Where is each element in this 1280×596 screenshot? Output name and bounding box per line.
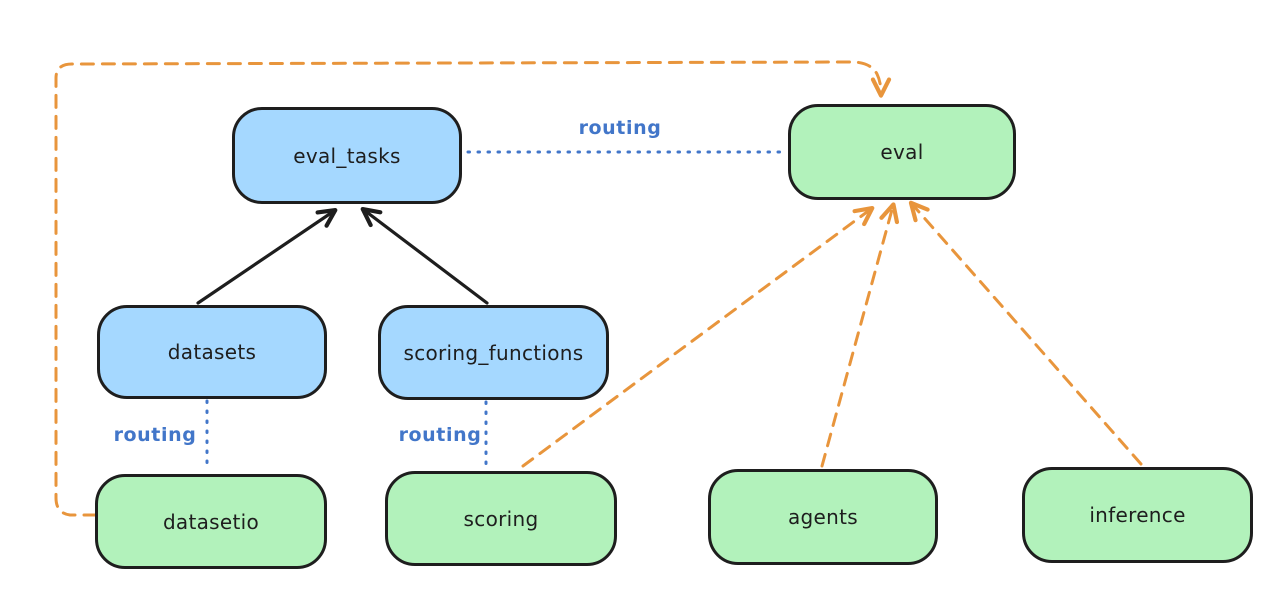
node-scoring-functions: scoring_functions xyxy=(378,305,609,400)
node-scoring: scoring xyxy=(385,471,617,566)
edge-scoring-functions-to-eval-tasks xyxy=(360,206,489,305)
node-scoring-functions-label: scoring_functions xyxy=(403,340,584,365)
edge-agents-to-eval xyxy=(820,202,900,468)
edge-inference-to-eval xyxy=(908,200,1143,466)
edge-label-routing-eval-tasks-eval: routing xyxy=(578,117,662,139)
node-scoring-label: scoring xyxy=(463,506,539,531)
node-eval-label: eval xyxy=(880,140,924,164)
edge-label-routing-scoring-functions-scoring: routing xyxy=(398,424,482,446)
edge-datasets-to-eval-tasks xyxy=(196,208,338,305)
node-eval: eval xyxy=(788,104,1016,200)
node-datasets-label: datasets xyxy=(167,340,257,364)
node-agents-label: agents xyxy=(788,505,858,529)
node-inference: inference xyxy=(1022,467,1253,563)
edge-datasetio-to-eval xyxy=(54,60,892,517)
node-datasetio: datasetio xyxy=(95,474,327,569)
edge-scoring-to-eval xyxy=(521,205,875,468)
node-agents: agents xyxy=(708,469,938,565)
edge-label-routing-datasets-datasetio: routing xyxy=(113,424,197,446)
node-inference-label: inference xyxy=(1089,503,1186,527)
node-eval-tasks: eval_tasks xyxy=(232,107,462,204)
node-datasets: datasets xyxy=(97,305,327,399)
node-eval-tasks-label: eval_tasks xyxy=(293,143,401,168)
node-datasetio-label: datasetio xyxy=(162,509,260,534)
